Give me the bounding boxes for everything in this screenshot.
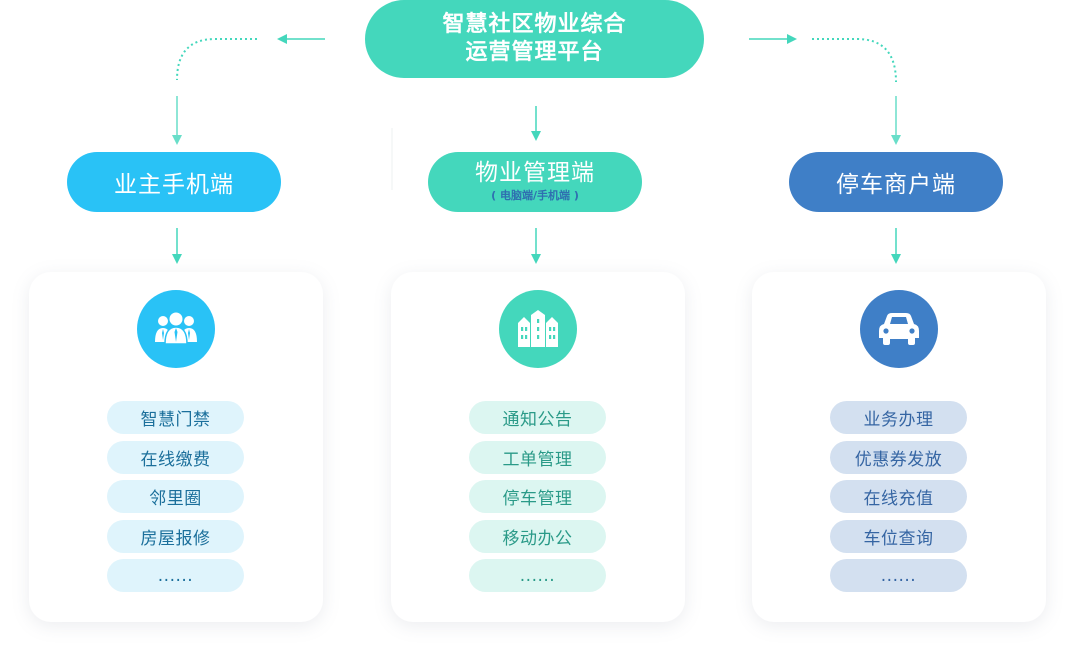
feature-work-order[interactable]: 工单管理 bbox=[469, 440, 606, 474]
role-parking-merchant: 停车商户端 bbox=[789, 152, 1003, 212]
feature-more[interactable]: ...... bbox=[469, 559, 606, 592]
people-group-icon bbox=[137, 290, 215, 368]
feature-house-repair[interactable]: 房屋报修 bbox=[107, 519, 244, 553]
platform-title-line2: 运营管理平台 bbox=[465, 40, 604, 65]
role-owner-mobile: 业主手机端 bbox=[67, 152, 281, 212]
feature-list: 通知公告 工单管理 停车管理 移动办公 ...... bbox=[469, 401, 606, 599]
buildings-icon bbox=[499, 290, 577, 368]
feature-list: 智慧门禁 在线缴费 邻里圈 房屋报修 ...... bbox=[107, 401, 244, 599]
feature-smart-access[interactable]: 智慧门禁 bbox=[107, 401, 244, 434]
feature-business-handling[interactable]: 业务办理 bbox=[830, 401, 967, 434]
feature-coupon-issuing[interactable]: 优惠券发放 bbox=[830, 440, 967, 474]
role-label: 业主手机端 bbox=[114, 172, 234, 198]
feature-list: 业务办理 优惠券发放 在线充值 车位查询 ...... bbox=[830, 401, 967, 599]
feature-parking-management[interactable]: 停车管理 bbox=[469, 480, 606, 513]
role-sublabel: ( 电脑端/手机端 ) bbox=[491, 188, 579, 202]
feature-space-query[interactable]: 车位查询 bbox=[830, 519, 967, 553]
feature-online-payment[interactable]: 在线缴费 bbox=[107, 440, 244, 474]
dotted-curve-right bbox=[812, 38, 897, 83]
car-icon bbox=[860, 290, 938, 368]
feature-online-recharge[interactable]: 在线充值 bbox=[830, 480, 967, 513]
feature-more[interactable]: ...... bbox=[830, 559, 967, 592]
property-feature-card: 通知公告 工单管理 停车管理 移动办公 ...... bbox=[391, 272, 685, 622]
feature-notice[interactable]: 通知公告 bbox=[469, 401, 606, 434]
feature-more[interactable]: ...... bbox=[107, 559, 244, 592]
owner-feature-card: 智慧门禁 在线缴费 邻里圈 房屋报修 ...... bbox=[29, 272, 323, 622]
role-property-management: 物业管理端 ( 电脑端/手机端 ) bbox=[428, 152, 642, 212]
feature-neighborhood[interactable]: 邻里圈 bbox=[107, 480, 244, 513]
feature-mobile-office[interactable]: 移动办公 bbox=[469, 519, 606, 553]
platform-node: 智慧社区物业综合 运营管理平台 bbox=[365, 0, 704, 78]
dotted-curve-left bbox=[176, 38, 257, 81]
role-label: 物业管理端 bbox=[475, 159, 595, 186]
platform-title-line1: 智慧社区物业综合 bbox=[442, 12, 627, 37]
role-label: 停车商户端 bbox=[836, 172, 956, 198]
parking-feature-card: 业务办理 优惠券发放 在线充值 车位查询 ...... bbox=[752, 272, 1046, 622]
